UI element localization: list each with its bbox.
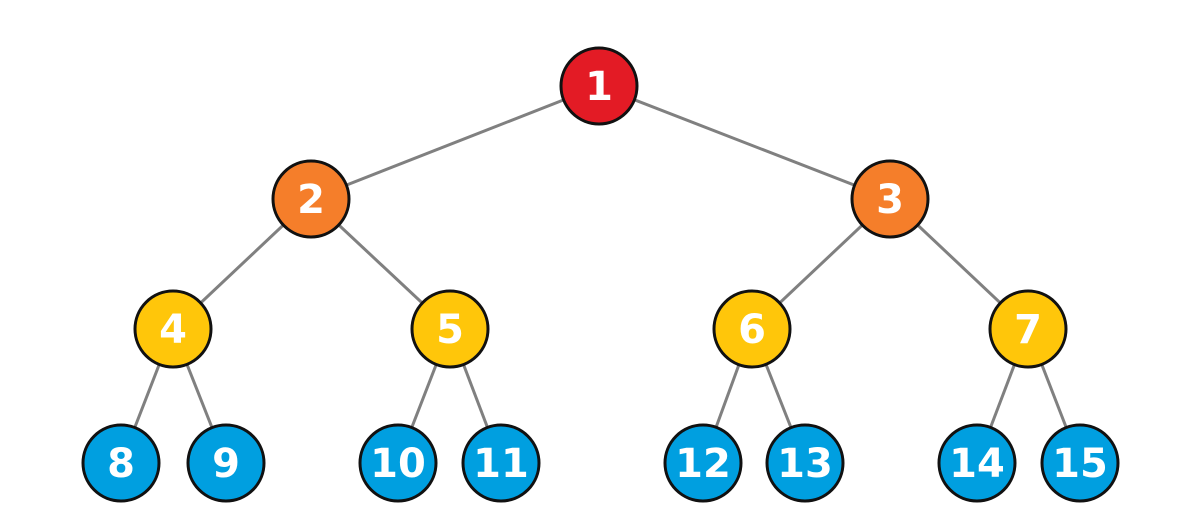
tree-node-12: 12 — [663, 423, 743, 503]
node-circle-11 — [461, 423, 541, 503]
tree-node-1: 1 — [559, 46, 639, 126]
node-label-12: 12 — [675, 441, 731, 487]
tree-node-14: 14 — [937, 423, 1017, 503]
node-label-11: 11 — [473, 441, 529, 487]
node-circle-15 — [1040, 423, 1120, 503]
node-circle-14 — [937, 423, 1017, 503]
node-label-3: 3 — [876, 177, 904, 223]
node-label-1: 1 — [585, 64, 613, 110]
node-circle-6 — [712, 289, 792, 369]
node-label-5: 5 — [436, 307, 464, 353]
node-circle-8 — [81, 423, 161, 503]
node-circle-4 — [133, 289, 213, 369]
tree-node-15: 15 — [1040, 423, 1120, 503]
node-circle-1 — [559, 46, 639, 126]
edge-1-3 — [598, 84, 891, 201]
node-circle-3 — [850, 159, 930, 239]
node-label-6: 6 — [738, 307, 766, 353]
node-circle-10 — [358, 423, 438, 503]
node-circle-2 — [271, 159, 351, 239]
tree-node-3: 3 — [850, 159, 930, 239]
node-label-7: 7 — [1014, 307, 1042, 353]
tree-node-11: 11 — [461, 423, 541, 503]
tree-node-13: 13 — [765, 423, 845, 503]
node-label-10: 10 — [370, 441, 426, 487]
node-label-14: 14 — [949, 441, 1005, 487]
tree-node-6: 6 — [712, 289, 792, 369]
tree-node-9: 9 — [186, 423, 266, 503]
node-circle-7 — [988, 289, 1068, 369]
node-label-4: 4 — [159, 307, 187, 353]
node-circle-12 — [663, 423, 743, 503]
tree-node-5: 5 — [410, 289, 490, 369]
tree-node-10: 10 — [358, 423, 438, 503]
node-label-15: 15 — [1052, 441, 1108, 487]
tree-node-2: 2 — [271, 159, 351, 239]
node-circle-9 — [186, 423, 266, 503]
edges-layer — [119, 84, 1082, 464]
node-label-13: 13 — [777, 441, 833, 487]
node-label-2: 2 — [297, 177, 325, 223]
tree-node-4: 4 — [133, 289, 213, 369]
tree-node-7: 7 — [988, 289, 1068, 369]
node-label-9: 9 — [212, 441, 240, 487]
tree-node-8: 8 — [81, 423, 161, 503]
node-circle-5 — [410, 289, 490, 369]
node-circle-13 — [765, 423, 845, 503]
edge-1-2 — [310, 84, 600, 201]
node-label-8: 8 — [107, 441, 135, 487]
